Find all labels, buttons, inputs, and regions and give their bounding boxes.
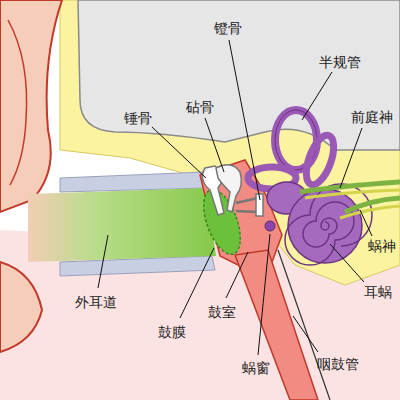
part-label: 蜗神 — [368, 238, 396, 254]
part-label: 前庭神 — [351, 109, 393, 125]
part-label: 镫骨 — [214, 20, 242, 36]
part-label: 咽鼓管 — [317, 356, 359, 372]
part-label: 锤骨 — [124, 110, 152, 126]
part-label: 蜗窗 — [242, 360, 270, 376]
part-label: 鼓膜 — [158, 324, 186, 340]
part-label: 砧骨 — [186, 99, 214, 115]
part-label: 耳蜗 — [364, 284, 392, 300]
part-label: 鼓室 — [208, 304, 236, 320]
part-label: 外耳道 — [75, 294, 117, 310]
part-label: 半规管 — [319, 54, 361, 70]
